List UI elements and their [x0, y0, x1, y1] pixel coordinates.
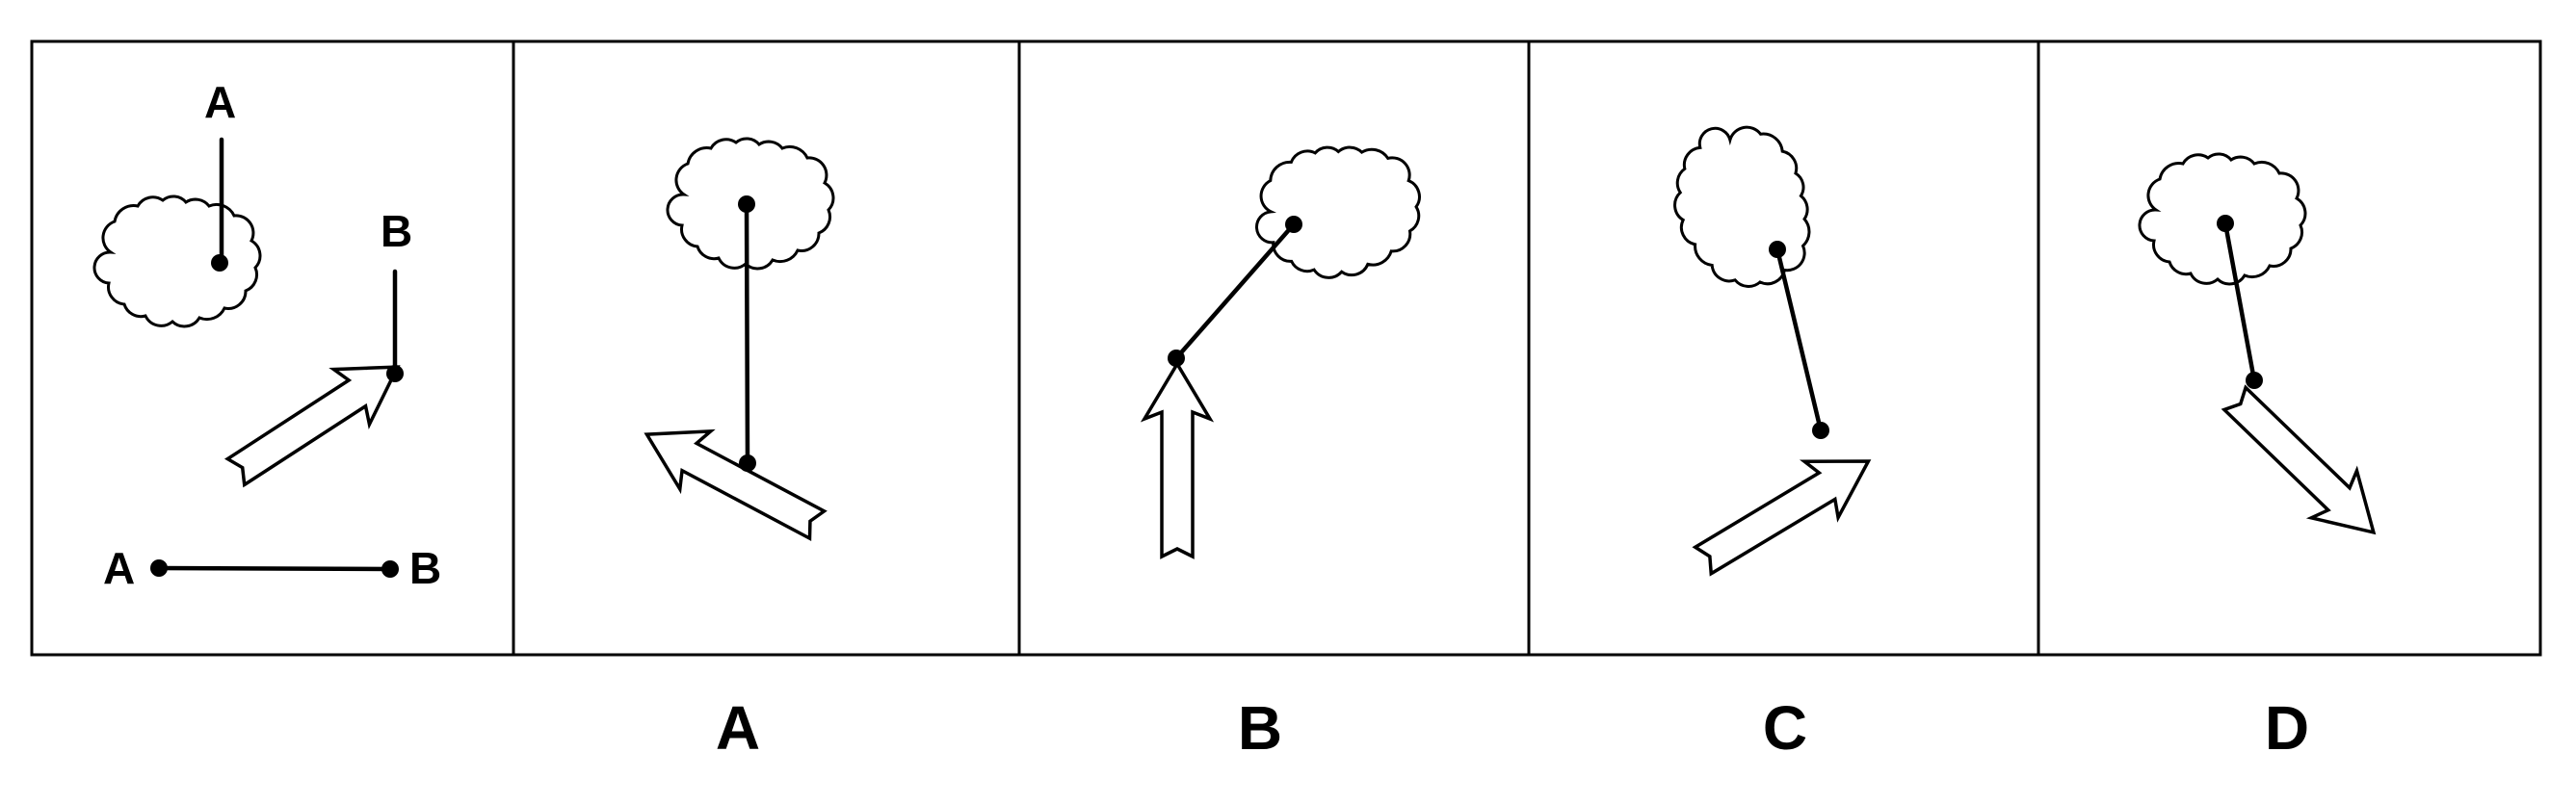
question-arrow-dot	[386, 365, 404, 382]
option-c-rod	[1774, 246, 1824, 433]
option-b-bottom-dot	[1168, 350, 1185, 367]
question-segment	[156, 565, 393, 572]
option-c-top-dot	[1769, 241, 1786, 258]
option-d-bottom-dot	[2246, 372, 2263, 389]
option-a-bottom-dot	[739, 454, 756, 472]
question-cloud	[92, 195, 262, 328]
question-arrow	[216, 337, 418, 502]
option-b-label[interactable]: B	[1238, 693, 1282, 763]
question-label-arrow-rod: B	[381, 206, 412, 256]
question-segment-right-dot	[381, 560, 399, 578]
question-cloud-dot	[211, 254, 228, 272]
option-b-figure	[1143, 134, 1431, 558]
question-segment-left-dot	[150, 559, 168, 577]
option-d-top-dot	[2217, 215, 2234, 232]
option-a-top-dot	[738, 195, 755, 213]
option-b-arrow	[1143, 362, 1212, 558]
option-a-rod	[744, 201, 750, 465]
option-b-top-dot	[1285, 216, 1302, 233]
option-c-label[interactable]: C	[1763, 693, 1807, 763]
option-b-rod	[1173, 221, 1297, 361]
option-d-label[interactable]: D	[2265, 693, 2309, 763]
option-d-rod	[2222, 220, 2257, 383]
question-panel: A B A B	[92, 77, 441, 593]
option-d-arrow	[2210, 373, 2399, 558]
option-c-figure	[1652, 105, 1887, 590]
option-c-cloud	[1652, 105, 1831, 307]
option-c-arrow	[1684, 431, 1887, 590]
option-c-bottom-dot	[1812, 422, 1829, 439]
question-segment-left-label: A	[103, 543, 135, 593]
option-d-figure	[2138, 152, 2399, 558]
option-a-figure	[629, 137, 835, 556]
option-a-arrow	[629, 403, 834, 556]
option-b-cloud	[1245, 134, 1431, 289]
question-segment-right-label: B	[409, 543, 441, 593]
option-a-label[interactable]: A	[716, 693, 760, 763]
panel-frame	[30, 39, 2542, 657]
question-label-cloud-rod: A	[204, 77, 236, 127]
